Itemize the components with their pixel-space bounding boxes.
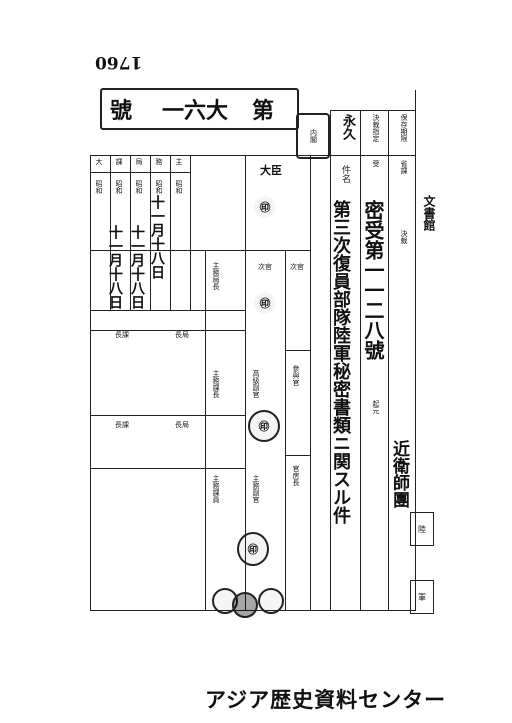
footer-archive-title: アジア歴史資料センター — [205, 688, 447, 712]
adj-label: 主務副官 — [252, 475, 260, 503]
frame-right-top — [415, 90, 416, 610]
grid-h3 — [90, 330, 245, 331]
councillor-label: 參與官 — [292, 365, 300, 386]
side-tab-1-text: 陸 — [418, 524, 426, 534]
side-tab-2: 軍 — [410, 580, 434, 614]
seal-staff-2: ㊞ — [237, 532, 269, 566]
senior-adj-label: 高級副官 — [252, 370, 260, 398]
secretariat-label: 官房長 — [292, 465, 300, 486]
cabinet-stamp-text: 内閣 — [309, 129, 318, 143]
side-tab-1: 陸 — [410, 512, 434, 546]
grid-h4 — [90, 415, 245, 416]
section-chief-label: 主務課長 — [212, 370, 220, 398]
date-h — [90, 172, 190, 173]
grid-h1 — [90, 250, 310, 251]
col-line-r3 — [330, 110, 331, 610]
cabinet-stamp: 内閣 — [296, 113, 330, 159]
approval-label: 決裁 — [400, 230, 408, 244]
grid-h2 — [90, 310, 245, 311]
date-value-1: 十一月十八日 — [149, 195, 165, 279]
frame-top-right — [330, 110, 416, 111]
chief-label: 主務局長 — [212, 262, 220, 290]
date-v1 — [110, 155, 111, 310]
date-v3 — [150, 155, 151, 310]
col-line-r2 — [360, 110, 361, 610]
grid-v1 — [310, 155, 311, 610]
sender-label: 起元 — [372, 400, 380, 414]
date-head-3: 局 — [135, 158, 143, 165]
grid-h5 — [90, 468, 245, 469]
side-tab-2-text: 軍 — [418, 592, 426, 602]
vice-label-2: 次官 — [258, 263, 272, 271]
bureau-chief-2: 長局 — [175, 421, 189, 429]
grid-v2 — [285, 250, 286, 610]
bottom-seal-3 — [258, 588, 284, 614]
minister-label: 大臣 — [260, 164, 282, 177]
col-line-r1 — [388, 110, 389, 610]
grid-h6 — [285, 350, 310, 351]
seal-minister: ㊞ — [254, 196, 276, 218]
grid-h7 — [285, 455, 310, 456]
date-v4 — [170, 155, 171, 310]
decision-label: 決裁指定 — [372, 114, 380, 142]
section-chief-1: 長課 — [115, 331, 129, 339]
sender-value: 近衛師團 — [389, 440, 409, 508]
archive-stamp: 文書館 — [422, 195, 436, 231]
staff-label: 主務課員 — [212, 475, 220, 503]
ministry-label: 省課 — [400, 160, 408, 174]
grid-v4 — [205, 250, 206, 610]
era-3: 昭和 — [135, 180, 143, 194]
frame-top — [90, 155, 416, 156]
seal-vice: ㊞ — [254, 292, 276, 314]
serial-prefix: 第 — [252, 98, 275, 124]
serial-suffix: 號 — [110, 98, 133, 124]
affair-label: 件名 — [340, 165, 350, 183]
date-head-2: 務 — [155, 158, 163, 165]
retention-label: 保存期限 — [400, 114, 408, 142]
era-1: 昭和 — [175, 180, 183, 194]
grid-v3 — [245, 155, 246, 610]
date-head-5: 大 — [95, 158, 103, 165]
vice-label: 次官 — [290, 263, 304, 271]
date-head-4: 課 — [115, 158, 123, 165]
bureau-chief-1: 長局 — [175, 331, 189, 339]
grid-v5 — [190, 155, 191, 310]
date-value-3: 十一月十八日 — [107, 225, 123, 309]
frame-left — [90, 155, 91, 610]
date-value-2: 十一月十八日 — [129, 225, 145, 309]
subject-text: 第三次復員部隊陸軍秘密書類ニ関スル件 — [330, 200, 351, 524]
serial-box: 號 一六大 第 — [100, 88, 299, 130]
subject-prefix: 密受第一一二八號 — [361, 200, 385, 360]
era-4: 昭和 — [115, 180, 123, 194]
era-5: 昭和 — [95, 180, 103, 194]
section-chief-2: 長課 — [115, 421, 129, 429]
seal-staff-1: ㊞ — [248, 410, 280, 442]
receive-label: 受 — [372, 160, 380, 167]
date-head-1: 主 — [175, 158, 183, 165]
serial-number: 一六大 — [162, 98, 229, 124]
date-v2 — [130, 155, 131, 310]
era-2: 昭和 — [155, 180, 163, 194]
doc-number: 1760 — [95, 52, 143, 72]
retention-value: 永久 — [340, 114, 355, 140]
bottom-seal-2 — [232, 592, 258, 618]
